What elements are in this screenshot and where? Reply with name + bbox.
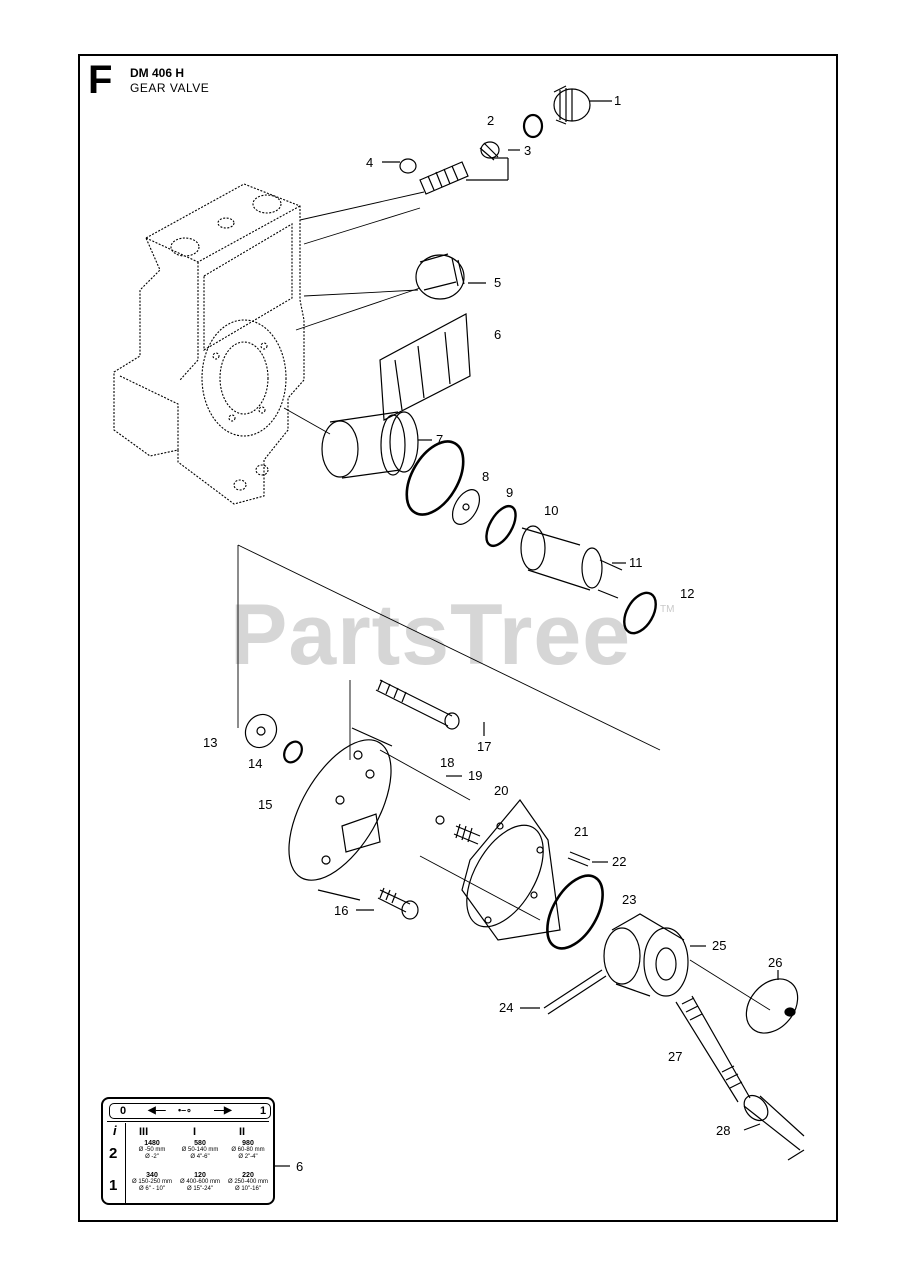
callout-27: 27 — [668, 1049, 683, 1064]
callout-19: 19 — [468, 768, 483, 783]
decal-gear-roman-i: I — [193, 1126, 197, 1138]
part-15-gear-body — [288, 727, 393, 901]
decal-gear-2: 2 — [109, 1145, 118, 1162]
decal-divider — [107, 1121, 269, 1122]
part-25-knob-hub — [603, 913, 706, 997]
callout-6: 6 — [494, 327, 502, 342]
callout-9: 9 — [506, 485, 514, 500]
watermark-trademark: TM — [660, 604, 675, 615]
part-18-20-spring — [435, 775, 481, 845]
part-7-sleeve — [321, 411, 432, 479]
decal-position-1: 1 — [260, 1105, 267, 1117]
part-2-o-ring — [522, 113, 544, 139]
callout-21: 21 — [574, 824, 589, 839]
callout-18: 18 — [440, 755, 455, 770]
callout-24: 24 — [499, 1000, 514, 1015]
part-4-plug-small — [382, 158, 417, 174]
lever-icon: •–∘ — [178, 1105, 192, 1115]
part-21-22-screw — [567, 851, 608, 867]
info-icon: i — [113, 1123, 117, 1138]
arrow-right-icon: —▶ — [214, 1105, 232, 1116]
part-8-o-ring — [405, 440, 465, 516]
callout-6-decal: 6 — [296, 1159, 304, 1174]
decal-gear-roman-ii: II — [239, 1126, 246, 1138]
part-24-pin — [520, 969, 607, 1015]
callout-3: 3 — [524, 143, 532, 158]
part-13-washer — [244, 713, 278, 749]
watermark: PartsTree — [230, 587, 632, 683]
callout-1: 1 — [614, 93, 622, 108]
arrow-left-icon: ◀— — [148, 1105, 166, 1116]
callout-16: 16 — [334, 903, 349, 918]
part-3-valve-screw — [419, 141, 520, 195]
part-11-valve-shaft — [520, 525, 626, 599]
decal-vertical-divider — [125, 1123, 126, 1203]
callout-25: 25 — [712, 938, 727, 953]
part-28-handle — [743, 1094, 805, 1161]
decal-gear-1: 1 — [109, 1177, 118, 1194]
part-14-o-ring — [283, 740, 303, 764]
flange-plate — [461, 799, 561, 941]
callout-5: 5 — [494, 275, 502, 290]
callout-22: 22 — [612, 854, 627, 869]
part-1-plug — [553, 85, 612, 125]
part-12-o-ring — [623, 591, 657, 635]
callout-13: 13 — [203, 735, 218, 750]
callout-7: 7 — [436, 432, 444, 447]
gear-valve-housing — [113, 183, 305, 505]
callout-15: 15 — [258, 797, 273, 812]
part-10-o-ring — [485, 504, 517, 548]
callout-23: 23 — [622, 892, 637, 907]
callout-12: 12 — [680, 586, 695, 601]
decal-gear-roman-iii: III — [139, 1126, 149, 1138]
decal-position-0: 0 — [120, 1105, 127, 1117]
callout-10: 10 — [544, 503, 559, 518]
assembly-title: GEAR VALVE — [130, 81, 210, 95]
callout-8: 8 — [482, 469, 490, 484]
part-16-screw — [356, 887, 419, 920]
callout-11: 11 — [629, 555, 643, 570]
assembly-guide-lines — [237, 191, 771, 1011]
part-9-washer — [451, 489, 481, 525]
part-27-lever — [675, 995, 751, 1103]
callout-14: 14 — [248, 756, 263, 771]
decal-gear-lever-row: 0 ◀— •–∘ —▶ 1 — [109, 1103, 271, 1119]
callout-28: 28 — [716, 1123, 731, 1138]
drawing-frame — [78, 54, 838, 1222]
callout-2: 2 — [487, 113, 495, 128]
part-5-plug — [415, 253, 486, 300]
part-6-decal — [379, 313, 471, 421]
part-23-o-ring — [546, 874, 604, 950]
section-letter: F — [88, 58, 113, 102]
callout-20: 20 — [494, 783, 509, 798]
callout-4: 4 — [366, 155, 374, 170]
model-number: DM 406 H — [130, 66, 185, 80]
part-17-bolt — [375, 679, 485, 736]
callout-26: 26 — [768, 955, 783, 970]
callout-17: 17 — [477, 739, 492, 754]
part-26-cap — [745, 970, 799, 1034]
